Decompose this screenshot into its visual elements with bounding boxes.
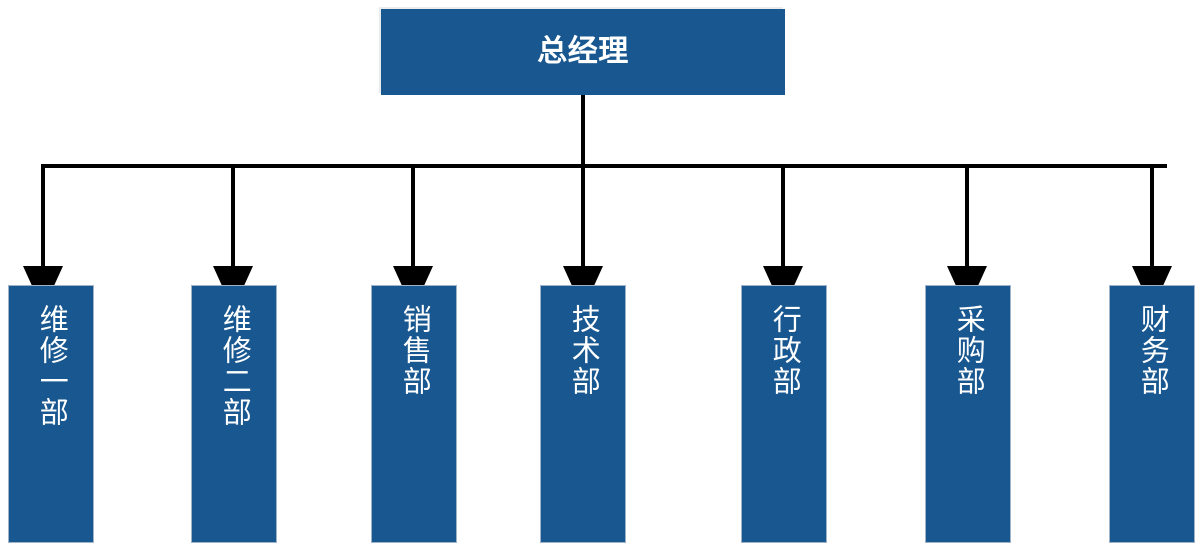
node-dept-1-label: 维修一部 — [35, 304, 68, 428]
node-dept-4[interactable]: 技术部 — [540, 285, 626, 543]
node-root[interactable]: 总经理 — [381, 9, 785, 95]
node-dept-2-label: 维修二部 — [218, 304, 251, 428]
node-dept-3[interactable]: 销售部 — [371, 285, 457, 543]
node-root-label: 总经理 — [537, 35, 629, 69]
node-dept-2[interactable]: 维修二部 — [191, 285, 277, 543]
node-dept-7-label: 财务部 — [1136, 304, 1169, 397]
node-dept-6-label: 采购部 — [952, 304, 985, 397]
node-dept-3-label: 销售部 — [398, 304, 431, 397]
node-dept-6[interactable]: 采购部 — [925, 285, 1011, 543]
node-dept-5[interactable]: 行政部 — [741, 285, 827, 543]
node-dept-5-label: 行政部 — [768, 304, 801, 397]
node-dept-1[interactable]: 维修一部 — [8, 285, 94, 543]
node-dept-4-label: 技术部 — [567, 304, 600, 397]
node-dept-7[interactable]: 财务部 — [1109, 285, 1195, 543]
